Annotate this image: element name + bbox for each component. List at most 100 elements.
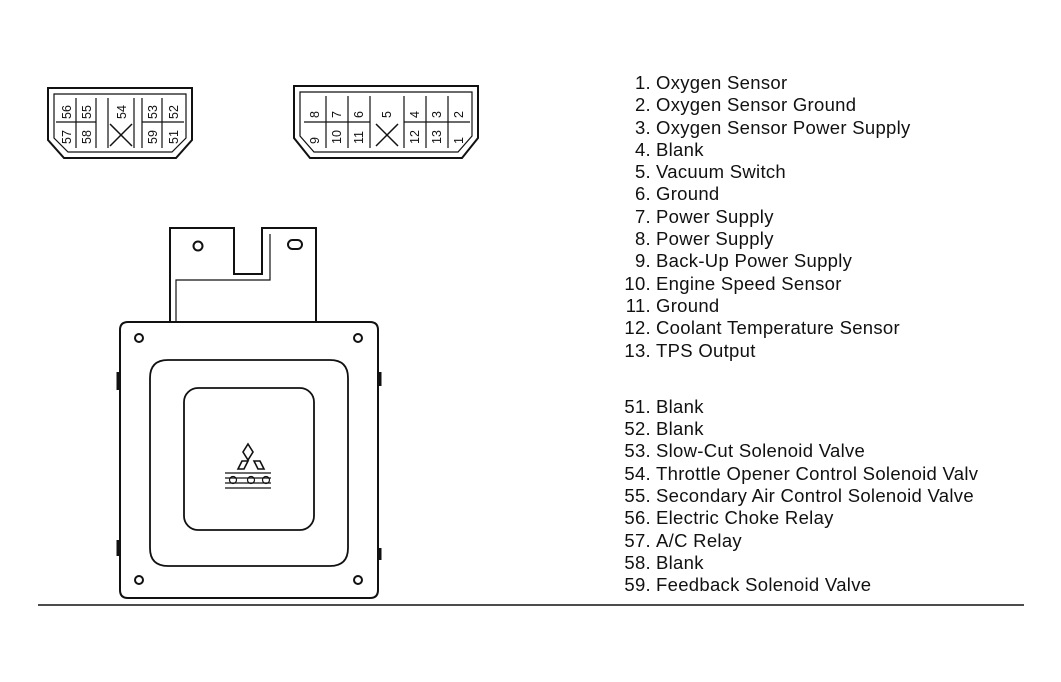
pin-label-9: 9: [308, 137, 322, 144]
pin-number: 58.: [624, 551, 651, 573]
pin-label-57: 57: [60, 130, 74, 144]
pin-description: Power Supply: [656, 228, 774, 250]
pin-row: 11.Ground: [612, 295, 1052, 317]
pin-group-spacer: [612, 362, 1052, 396]
pin-description: A/C Relay: [656, 529, 742, 551]
pin-number: 51.: [624, 395, 651, 417]
manufacturer-logo: [225, 442, 271, 489]
pin-description: Vacuum Switch: [656, 161, 787, 183]
pin-description: Electric Choke Relay: [656, 507, 834, 529]
pin-label-13: 13: [430, 130, 444, 144]
pin-label-56: 56: [60, 105, 74, 119]
pin-label-58: 58: [80, 130, 94, 144]
pin-label-11: 11: [352, 131, 366, 144]
housing-screw-top-left: [134, 333, 144, 343]
right-connector-labels: 9 8 10 7 11 6 5 12 4 13 3 1 2: [308, 111, 466, 144]
pin-label-12: 12: [408, 130, 422, 144]
pin-number: 2.: [634, 94, 651, 116]
pin-number: 5.: [634, 161, 651, 183]
pin-row: 56.Electric Choke Relay: [612, 507, 1052, 529]
pin-description: Oxygen Sensor Power Supply: [656, 116, 911, 138]
pin-number: 6.: [634, 183, 651, 205]
pin-number: 53.: [624, 440, 651, 462]
ecu-housing: [119, 321, 379, 599]
pin-description: Feedback Solenoid Valve: [656, 574, 872, 596]
pin-number: 3.: [634, 116, 651, 138]
left-connector-labels: 57 56 58 55 54 59 53 51 52: [60, 105, 181, 144]
pin-description: Engine Speed Sensor: [656, 272, 842, 294]
pin-number: 57.: [624, 529, 651, 551]
bracket-slot-right: [287, 239, 303, 250]
pin-description: Oxygen Sensor Ground: [656, 94, 857, 116]
pin-label-55: 55: [80, 105, 94, 119]
ecu-label-plate: [183, 387, 315, 531]
housing-screw-bottom-right: [353, 575, 363, 585]
pin-description: Slow-Cut Solenoid Valve: [656, 440, 866, 462]
pin-description: Blank: [656, 551, 704, 573]
pin-number: 52.: [624, 418, 651, 440]
pin-description: Blank: [656, 418, 704, 440]
pin-label-5: 5: [380, 111, 394, 118]
pin-label-6: 6: [352, 111, 366, 118]
pin-group-1: 1.Oxygen Sensor 2.Oxygen Sensor Ground 3…: [612, 72, 1052, 362]
pin-row: 53.Slow-Cut Solenoid Valve: [612, 440, 1052, 462]
pin-legend: 1.Oxygen Sensor 2.Oxygen Sensor Ground 3…: [612, 72, 1052, 597]
ecu-unit: [116, 227, 382, 599]
pin-label-54: 54: [115, 105, 129, 119]
pin-number: 10.: [624, 272, 651, 294]
pin-description: Coolant Temperature Sensor: [656, 317, 900, 339]
pin-row: 3.Oxygen Sensor Power Supply: [612, 117, 1052, 139]
pin-number: 4.: [634, 138, 651, 160]
pin-number: 9.: [634, 250, 651, 272]
pin-row: 51.Blank: [612, 396, 1052, 418]
pin-row: 1.Oxygen Sensor: [612, 72, 1052, 94]
pin-description: Secondary Air Control Solenoid Valve: [656, 485, 974, 507]
pin-description: Blank: [656, 395, 704, 417]
pin-row: 5.Vacuum Switch: [612, 161, 1052, 183]
pin-label-53: 53: [146, 105, 160, 119]
pin-number: 54.: [624, 462, 651, 484]
pin-number: 13.: [624, 339, 651, 361]
pin-label-2: 2: [452, 111, 466, 118]
pin-row: 58.Blank: [612, 552, 1052, 574]
pin-row: 6.Ground: [612, 183, 1052, 205]
pin-number: 59.: [624, 574, 651, 596]
pin-label-51: 51: [167, 130, 181, 144]
pin-description: Ground: [656, 294, 720, 316]
pin-description: Throttle Opener Control Solenoid Valv: [656, 462, 979, 484]
pin-number: 11.: [625, 294, 651, 316]
pin-row: 57.A/C Relay: [612, 530, 1052, 552]
left-connector: [47, 87, 193, 159]
pin-row: 54.Throttle Opener Control Solenoid Valv: [612, 463, 1052, 485]
pin-label-8: 8: [308, 111, 322, 118]
pin-label-4: 4: [408, 111, 422, 118]
pin-row: 9.Back-Up Power Supply: [612, 250, 1052, 272]
pin-label-1: 1: [452, 137, 466, 144]
pin-description: Blank: [656, 138, 704, 160]
pin-number: 56.: [624, 507, 651, 529]
pin-number: 1.: [634, 72, 651, 93]
pin-row: 13.TPS Output: [612, 340, 1052, 362]
right-connector: [293, 85, 479, 159]
housing-screw-top-right: [353, 333, 363, 343]
pin-row: 52.Blank: [612, 418, 1052, 440]
pin-number: 7.: [634, 205, 651, 227]
pin-row: 10.Engine Speed Sensor: [612, 273, 1052, 295]
pin-number: 55.: [624, 485, 651, 507]
pin-description: Ground: [656, 183, 720, 205]
pin-number: 12.: [624, 317, 651, 339]
pin-row: 4.Blank: [612, 139, 1052, 161]
pin-row: 2.Oxygen Sensor Ground: [612, 94, 1052, 116]
pin-row: 7.Power Supply: [612, 206, 1052, 228]
ecu-mounting-bracket: [169, 227, 317, 322]
pin-row: 12.Coolant Temperature Sensor: [612, 317, 1052, 339]
pin-row: 8.Power Supply: [612, 228, 1052, 250]
pin-description: Oxygen Sensor: [656, 72, 788, 93]
pin-row: 55.Secondary Air Control Solenoid Valve: [612, 485, 1052, 507]
pin-description: Power Supply: [656, 205, 774, 227]
pin-description: TPS Output: [656, 339, 756, 361]
pin-label-59: 59: [146, 130, 160, 144]
pin-label-7: 7: [330, 111, 344, 118]
pin-group-2: 51.Blank 52.Blank 53.Slow-Cut Solenoid V…: [612, 396, 1052, 597]
housing-screw-bottom-left: [134, 575, 144, 585]
